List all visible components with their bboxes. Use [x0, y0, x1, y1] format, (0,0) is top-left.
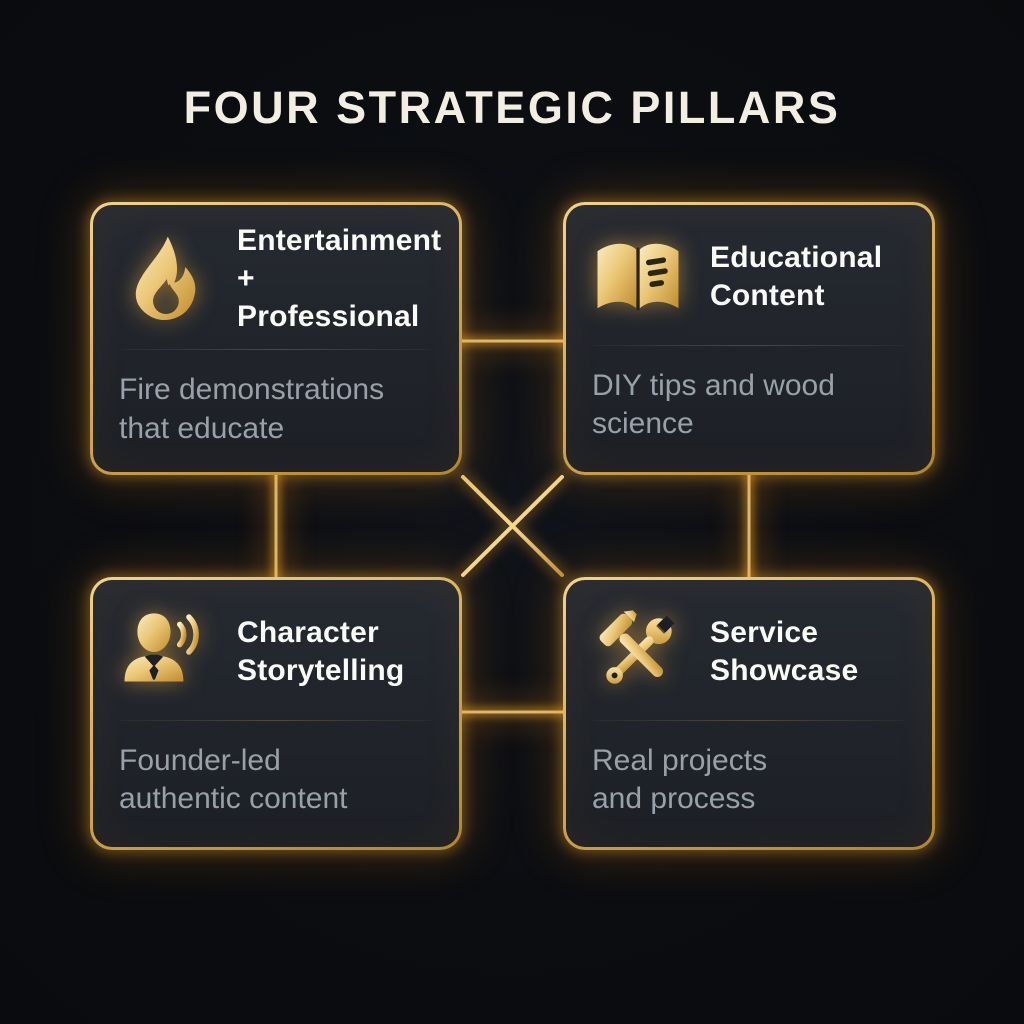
card-title-line: Showcase: [710, 654, 859, 687]
card-title: Educational Content: [710, 239, 882, 315]
card-body: Entertainment + Professional Fire demons…: [93, 205, 459, 472]
card-title-line: Service: [710, 615, 819, 649]
connector-left-vertical: [274, 472, 278, 580]
card-description-line: Fire demonstrations: [119, 373, 385, 407]
card-divider: [592, 345, 906, 346]
card-character-storytelling: Character Storytelling Founder-led authe…: [90, 577, 462, 850]
card-title-line: Educational: [710, 240, 883, 274]
card-title-line: Storytelling: [237, 654, 405, 687]
card-description-line: science: [592, 407, 694, 441]
connector-top-horizontal: [459, 339, 566, 343]
card-description-line: that educate: [119, 411, 285, 445]
flame-icon: [119, 233, 211, 325]
card-body: Character Storytelling Founder-led authe…: [93, 580, 459, 847]
card-educational-content: Educational Content DIY tips and wood sc…: [563, 202, 935, 475]
person-speaking-icon: [119, 606, 211, 698]
card-description-line: Real projects: [592, 744, 768, 777]
connector-bottom-horizontal: [459, 710, 566, 714]
card-title-line: Content: [710, 279, 825, 312]
card-divider: [119, 720, 433, 721]
card-header: Entertainment + Professional: [119, 224, 441, 333]
card-title: Character Storytelling: [237, 614, 404, 690]
hammer-wrench-icon: [592, 606, 684, 698]
card-header: Character Storytelling: [119, 604, 433, 700]
card-divider: [592, 720, 906, 721]
card-title: Service Showcase: [710, 614, 858, 690]
card-body: Educational Content DIY tips and wood sc…: [566, 205, 932, 472]
card-body: Service Showcase Real projects and proce…: [566, 580, 932, 847]
card-title-line: Entertainment: [237, 224, 442, 258]
card-header: Service Showcase: [592, 604, 906, 700]
card-description: Fire demonstrations that educate: [119, 371, 433, 448]
card-entertainment-professional: Entertainment + Professional Fire demons…: [90, 202, 462, 475]
page-title: FOUR STRATEGIC PILLARS: [183, 82, 841, 133]
card-title-line: + Professional: [237, 262, 420, 334]
card-title-line: Character: [237, 615, 379, 649]
card-header: Educational Content: [592, 229, 906, 325]
card-title: Entertainment + Professional: [237, 222, 441, 336]
card-description: Founder-led authentic content: [119, 742, 433, 819]
card-description-line: Founder-led: [119, 744, 281, 777]
card-description-line: and process: [592, 782, 756, 816]
card-service-showcase: Service Showcase Real projects and proce…: [563, 577, 935, 850]
card-description: Real projects and process: [592, 742, 906, 819]
card-divider: [119, 349, 433, 351]
card-description: DIY tips and wood science: [592, 367, 906, 444]
open-book-icon: [592, 231, 684, 323]
card-description-line: DIY tips and wood: [592, 369, 835, 402]
card-description-line: authentic content: [119, 782, 348, 816]
connector-right-vertical: [747, 472, 751, 580]
